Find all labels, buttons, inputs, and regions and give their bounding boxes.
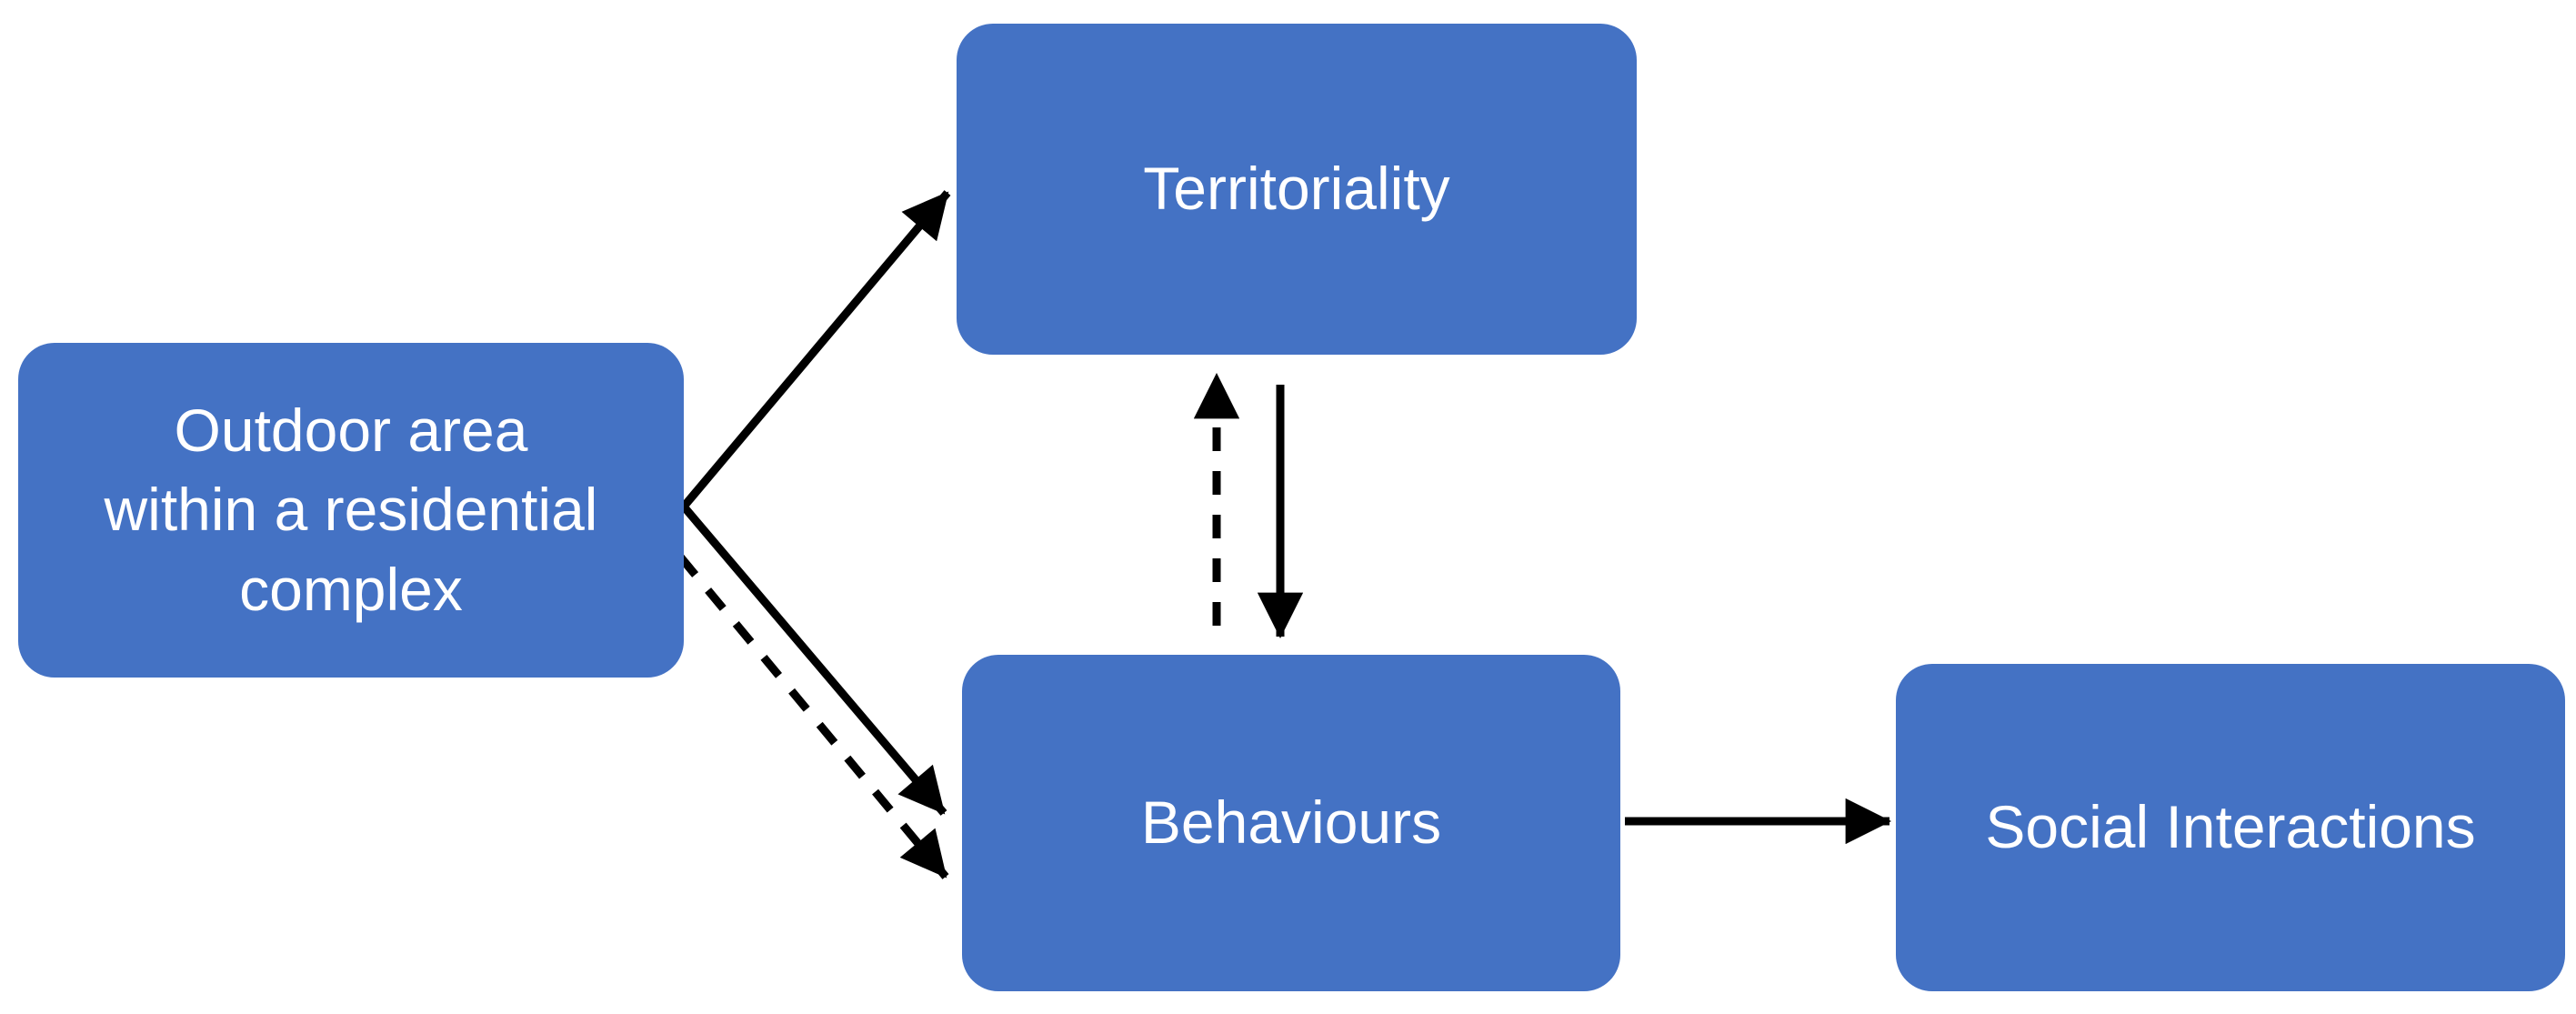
node-outdoor-area: Outdoor area within a residential comple… [18, 343, 684, 678]
node-territoriality: Territoriality [957, 24, 1637, 355]
arrow-outdoor-to-behaviours-dashed [677, 554, 949, 879]
node-behaviours: Behaviours [962, 655, 1620, 991]
node-outdoor-area-label-line3: complex [239, 555, 463, 623]
node-territoriality-label: Territoriality [1143, 155, 1450, 223]
node-social-interactions-label: Social Interactions [1985, 793, 2476, 861]
node-outdoor-area-label-line1: Outdoor area [174, 397, 528, 465]
node-social-interactions: Social Interactions [1896, 664, 2565, 991]
arrow-outdoor-to-behaviours-solid [680, 504, 947, 816]
node-behaviours-label: Behaviours [1140, 788, 1442, 857]
node-outdoor-area-label-line2: within a residential [104, 476, 598, 544]
arrow-outdoor-to-territoriality [680, 190, 951, 509]
